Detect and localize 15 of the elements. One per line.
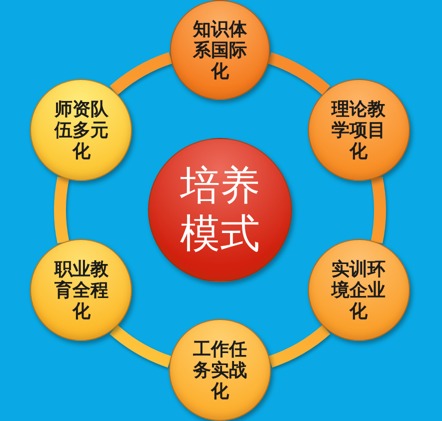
ring-connector [110,52,173,96]
ring-connector [267,52,330,96]
node-label: 理论教学项目化 [330,98,387,162]
circle-node [170,0,270,100]
circle-node [308,79,410,181]
node-label: 知识体系国际化 [192,18,248,82]
ring-connector [268,324,330,368]
node-label: 工作任务实战化 [192,338,248,402]
node-label: 师资队伍多元化 [53,98,110,162]
ring-connector [370,176,386,244]
node-label: 实训环境企业化 [330,258,387,322]
ring-connector [110,324,172,368]
node-label: 培养模式 [178,162,261,258]
node-label: 职业教育全程化 [53,258,110,322]
ring-connector [54,176,70,244]
